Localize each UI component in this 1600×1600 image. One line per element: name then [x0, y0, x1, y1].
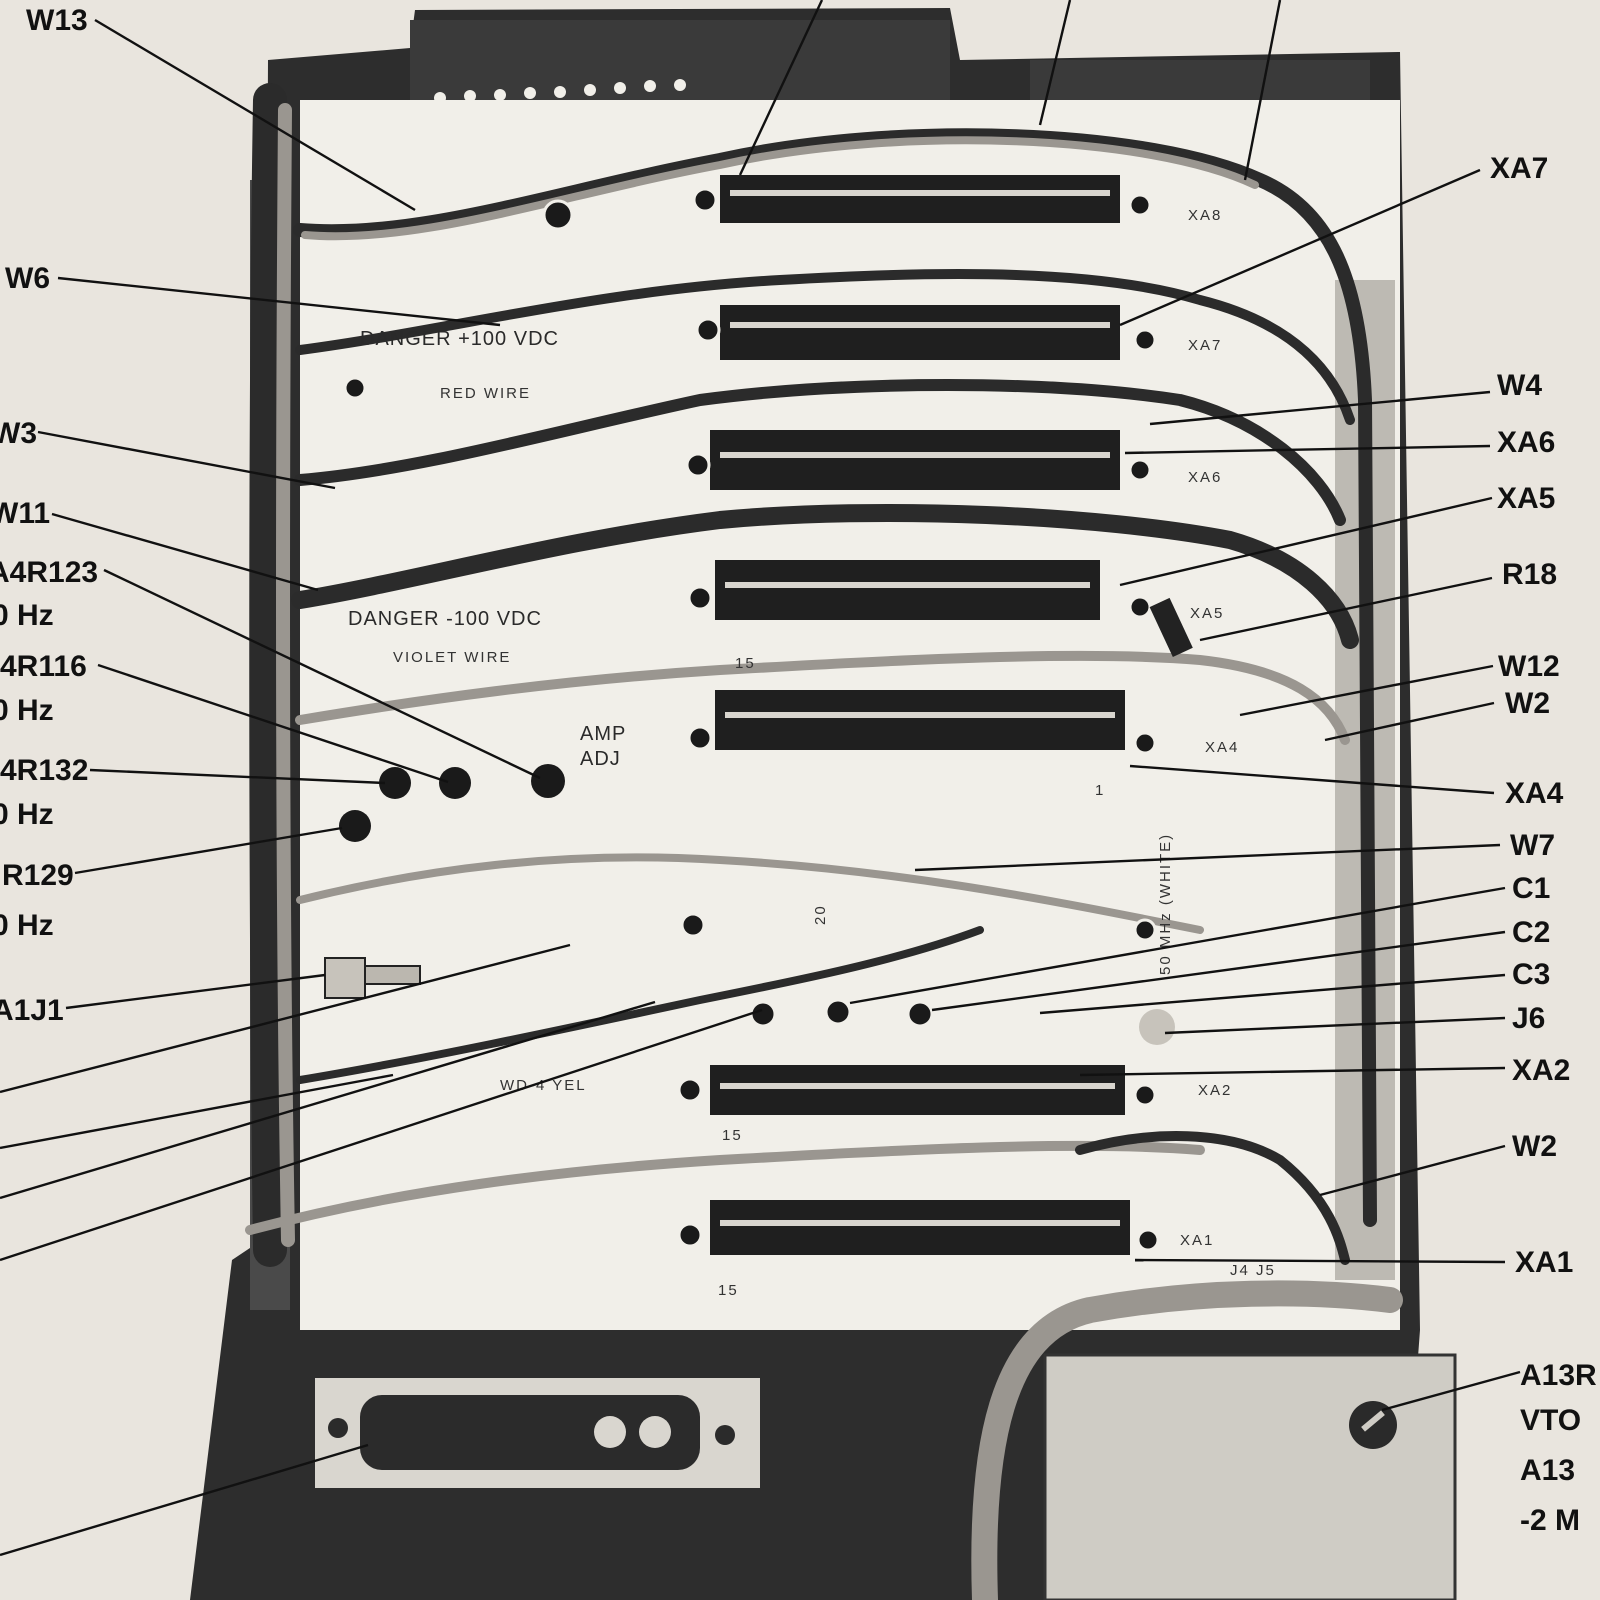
label-w3: W3 — [0, 417, 37, 450]
connector-xa7 — [720, 305, 1120, 360]
edge-connectors — [710, 175, 1130, 1255]
adjustment-pots — [324, 597, 1193, 1045]
connector-xa1 — [710, 1200, 1130, 1255]
pot-r129 — [339, 810, 371, 842]
jack-j6 — [1139, 1009, 1175, 1045]
connector-xa4 — [715, 690, 1125, 750]
label-a13: A13 — [1520, 1454, 1575, 1487]
terminal-strip-top — [434, 79, 686, 104]
label-j6: J6 — [1512, 1002, 1545, 1035]
silk-red-wire: RED WIRE — [440, 385, 531, 402]
silk-danger-bottom: DANGER -100 VDC — [348, 608, 542, 630]
resistor-r18 — [1149, 597, 1193, 658]
label-a4r116: 4R116 — [0, 650, 87, 683]
cap-c2 — [906, 1000, 934, 1028]
label-xa5: XA5 — [1497, 482, 1555, 515]
connector-xa2 — [710, 1065, 1125, 1115]
label-a1j1: A1J1 — [0, 994, 64, 1027]
silk-pin15-xa1: 15 — [718, 1282, 739, 1299]
silk-xa8: XA8 — [1188, 207, 1222, 224]
label-r18: R18 — [1502, 558, 1557, 591]
label-w2-top: W2 — [1505, 687, 1550, 720]
label-xa1: XA1 — [1515, 1246, 1573, 1279]
label-minus-2m: -2 M — [1520, 1504, 1580, 1537]
label-vto: VTO — [1520, 1404, 1581, 1437]
mounting-holes — [343, 187, 1160, 1252]
label-a4r132: 4R132 — [0, 754, 88, 787]
silk-mhz-white: 50 MHz (WHITE) — [1157, 833, 1174, 975]
vto-adjust-screw — [1349, 1401, 1397, 1449]
silk-amp: AMP — [580, 723, 626, 745]
wire-harnesses — [245, 83, 1377, 1267]
connector-xa6 — [710, 430, 1120, 490]
silk-violet-wire: VIOLET WIRE — [393, 649, 511, 666]
label-w4: W4 — [1497, 369, 1542, 402]
silk-pin15-xa2: 15 — [722, 1127, 743, 1144]
label-w2-bottom: W2 — [1512, 1130, 1557, 1163]
connector-a1j1 — [324, 957, 366, 999]
silk-xa4: XA4 — [1205, 739, 1239, 756]
silk-xa2: XA2 — [1198, 1082, 1232, 1099]
connector-pin-rows — [720, 190, 1120, 1226]
label-c2: C2 — [1512, 916, 1550, 949]
label-a4r123: A4R123 — [0, 556, 98, 589]
label-xa2: XA2 — [1512, 1054, 1570, 1087]
cap-c1 — [824, 998, 852, 1026]
silk-xa7: XA7 — [1188, 337, 1222, 354]
label-a13r: A13R — [1520, 1359, 1597, 1392]
label-xa6: XA6 — [1497, 426, 1555, 459]
label-a4r123-hz: 0 Hz — [0, 599, 54, 632]
silk-xa5: XA5 — [1190, 605, 1224, 622]
vto-module — [971, 1280, 1457, 1600]
label-xa4: XA4 — [1505, 777, 1564, 810]
d-sub-connector — [315, 1378, 760, 1488]
silk-pin1: 1 — [1095, 782, 1105, 799]
label-w12: W12 — [1498, 650, 1560, 683]
label-w11: W11 — [0, 497, 50, 530]
label-a4r116-hz: 0 Hz — [0, 694, 54, 727]
silk-xa1: XA1 — [1180, 1232, 1214, 1249]
label-c3: C3 — [1512, 958, 1550, 991]
label-r129-hz: 0 Hz — [0, 909, 54, 942]
leader-lines — [0, 0, 1521, 1557]
pot-a4r132 — [379, 767, 411, 799]
label-r129: R129 — [2, 859, 74, 892]
pot-a4r116 — [439, 767, 471, 799]
silk-pin20: 20 — [812, 904, 829, 925]
silk-xa6: XA6 — [1188, 469, 1222, 486]
label-w13: W13 — [26, 4, 88, 37]
pot-a4r123 — [531, 764, 565, 798]
silk-danger-top: DANGER +100 VDC — [360, 328, 559, 350]
pot-c-lower — [749, 1000, 777, 1028]
silk-j-labels: J4 J5 — [1230, 1262, 1276, 1279]
label-xa7: XA7 — [1490, 152, 1548, 185]
callout-labels: W13 W6 W3 W11 A4R123 0 Hz 4R116 0 Hz 4R1… — [0, 4, 1597, 1537]
label-w7: W7 — [1510, 829, 1555, 862]
label-a4r132-hz: 0 Hz — [0, 798, 54, 831]
connector-xa8 — [720, 175, 1120, 223]
silk-pin15-xa5: 15 — [735, 655, 756, 672]
silkscreen-labels: XA8 XA7 XA6 XA5 XA4 XA2 XA1 J4 J5 DANGER… — [348, 207, 1276, 1299]
label-c1: C1 — [1512, 872, 1550, 905]
connector-xa5 — [715, 560, 1100, 620]
label-w6: W6 — [5, 262, 50, 295]
silk-adj: ADJ — [580, 748, 621, 770]
